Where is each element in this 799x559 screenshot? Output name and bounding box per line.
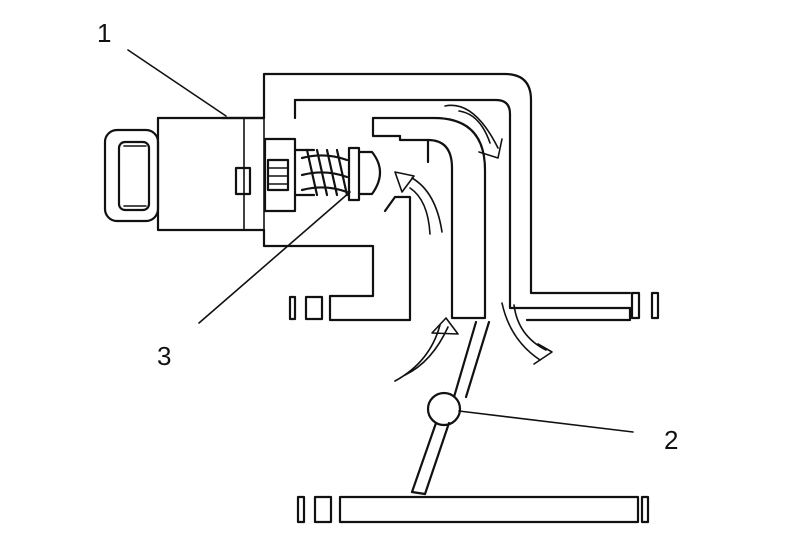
handle [103,128,160,223]
callout-3: 3 [157,341,172,371]
flow-arrows [394,104,553,382]
leader-lines [127,49,634,433]
elbow-passage [371,116,487,320]
pipe-ends [288,291,660,524]
callout-1: 1 [97,18,112,48]
spring-plunger [293,146,382,202]
callout-2: 2 [664,425,679,455]
nut [234,137,297,213]
valve-housing [156,72,632,322]
ball-rod [410,320,491,496]
